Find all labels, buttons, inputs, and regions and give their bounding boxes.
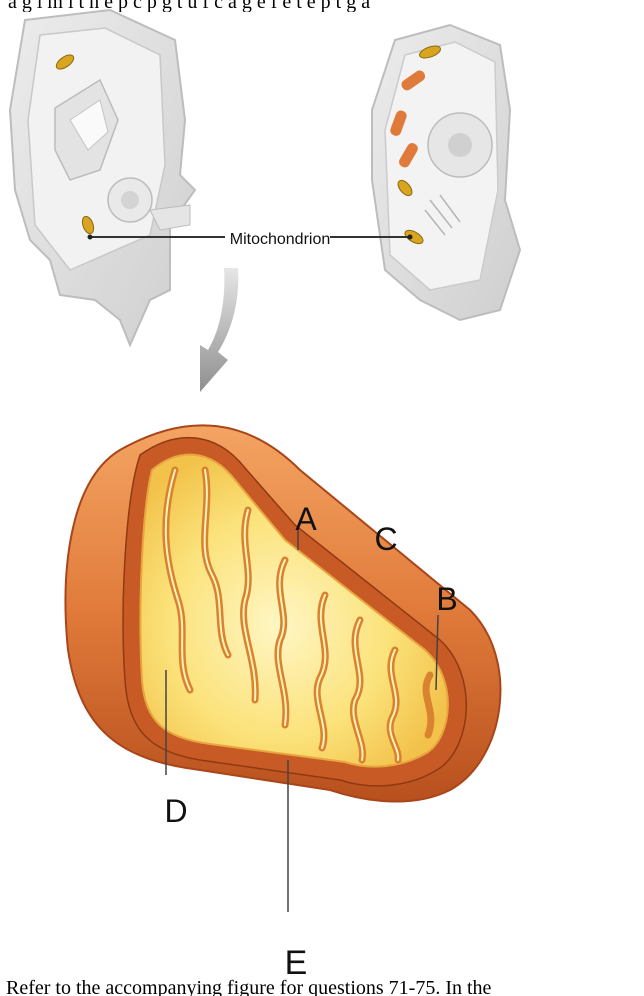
label-c: C [374,521,397,557]
plant-cell [10,10,195,345]
label-b: B [436,581,457,617]
question-text: Refer to the accompanying figure for que… [6,976,644,996]
callout-mitochondrion: Mitochondrion [230,231,331,248]
mitochondrion-cross-section [66,425,501,801]
zoom-arrow-icon [200,268,238,392]
animal-cell [372,25,520,320]
label-d: D [164,793,187,829]
label-a: A [295,501,317,537]
